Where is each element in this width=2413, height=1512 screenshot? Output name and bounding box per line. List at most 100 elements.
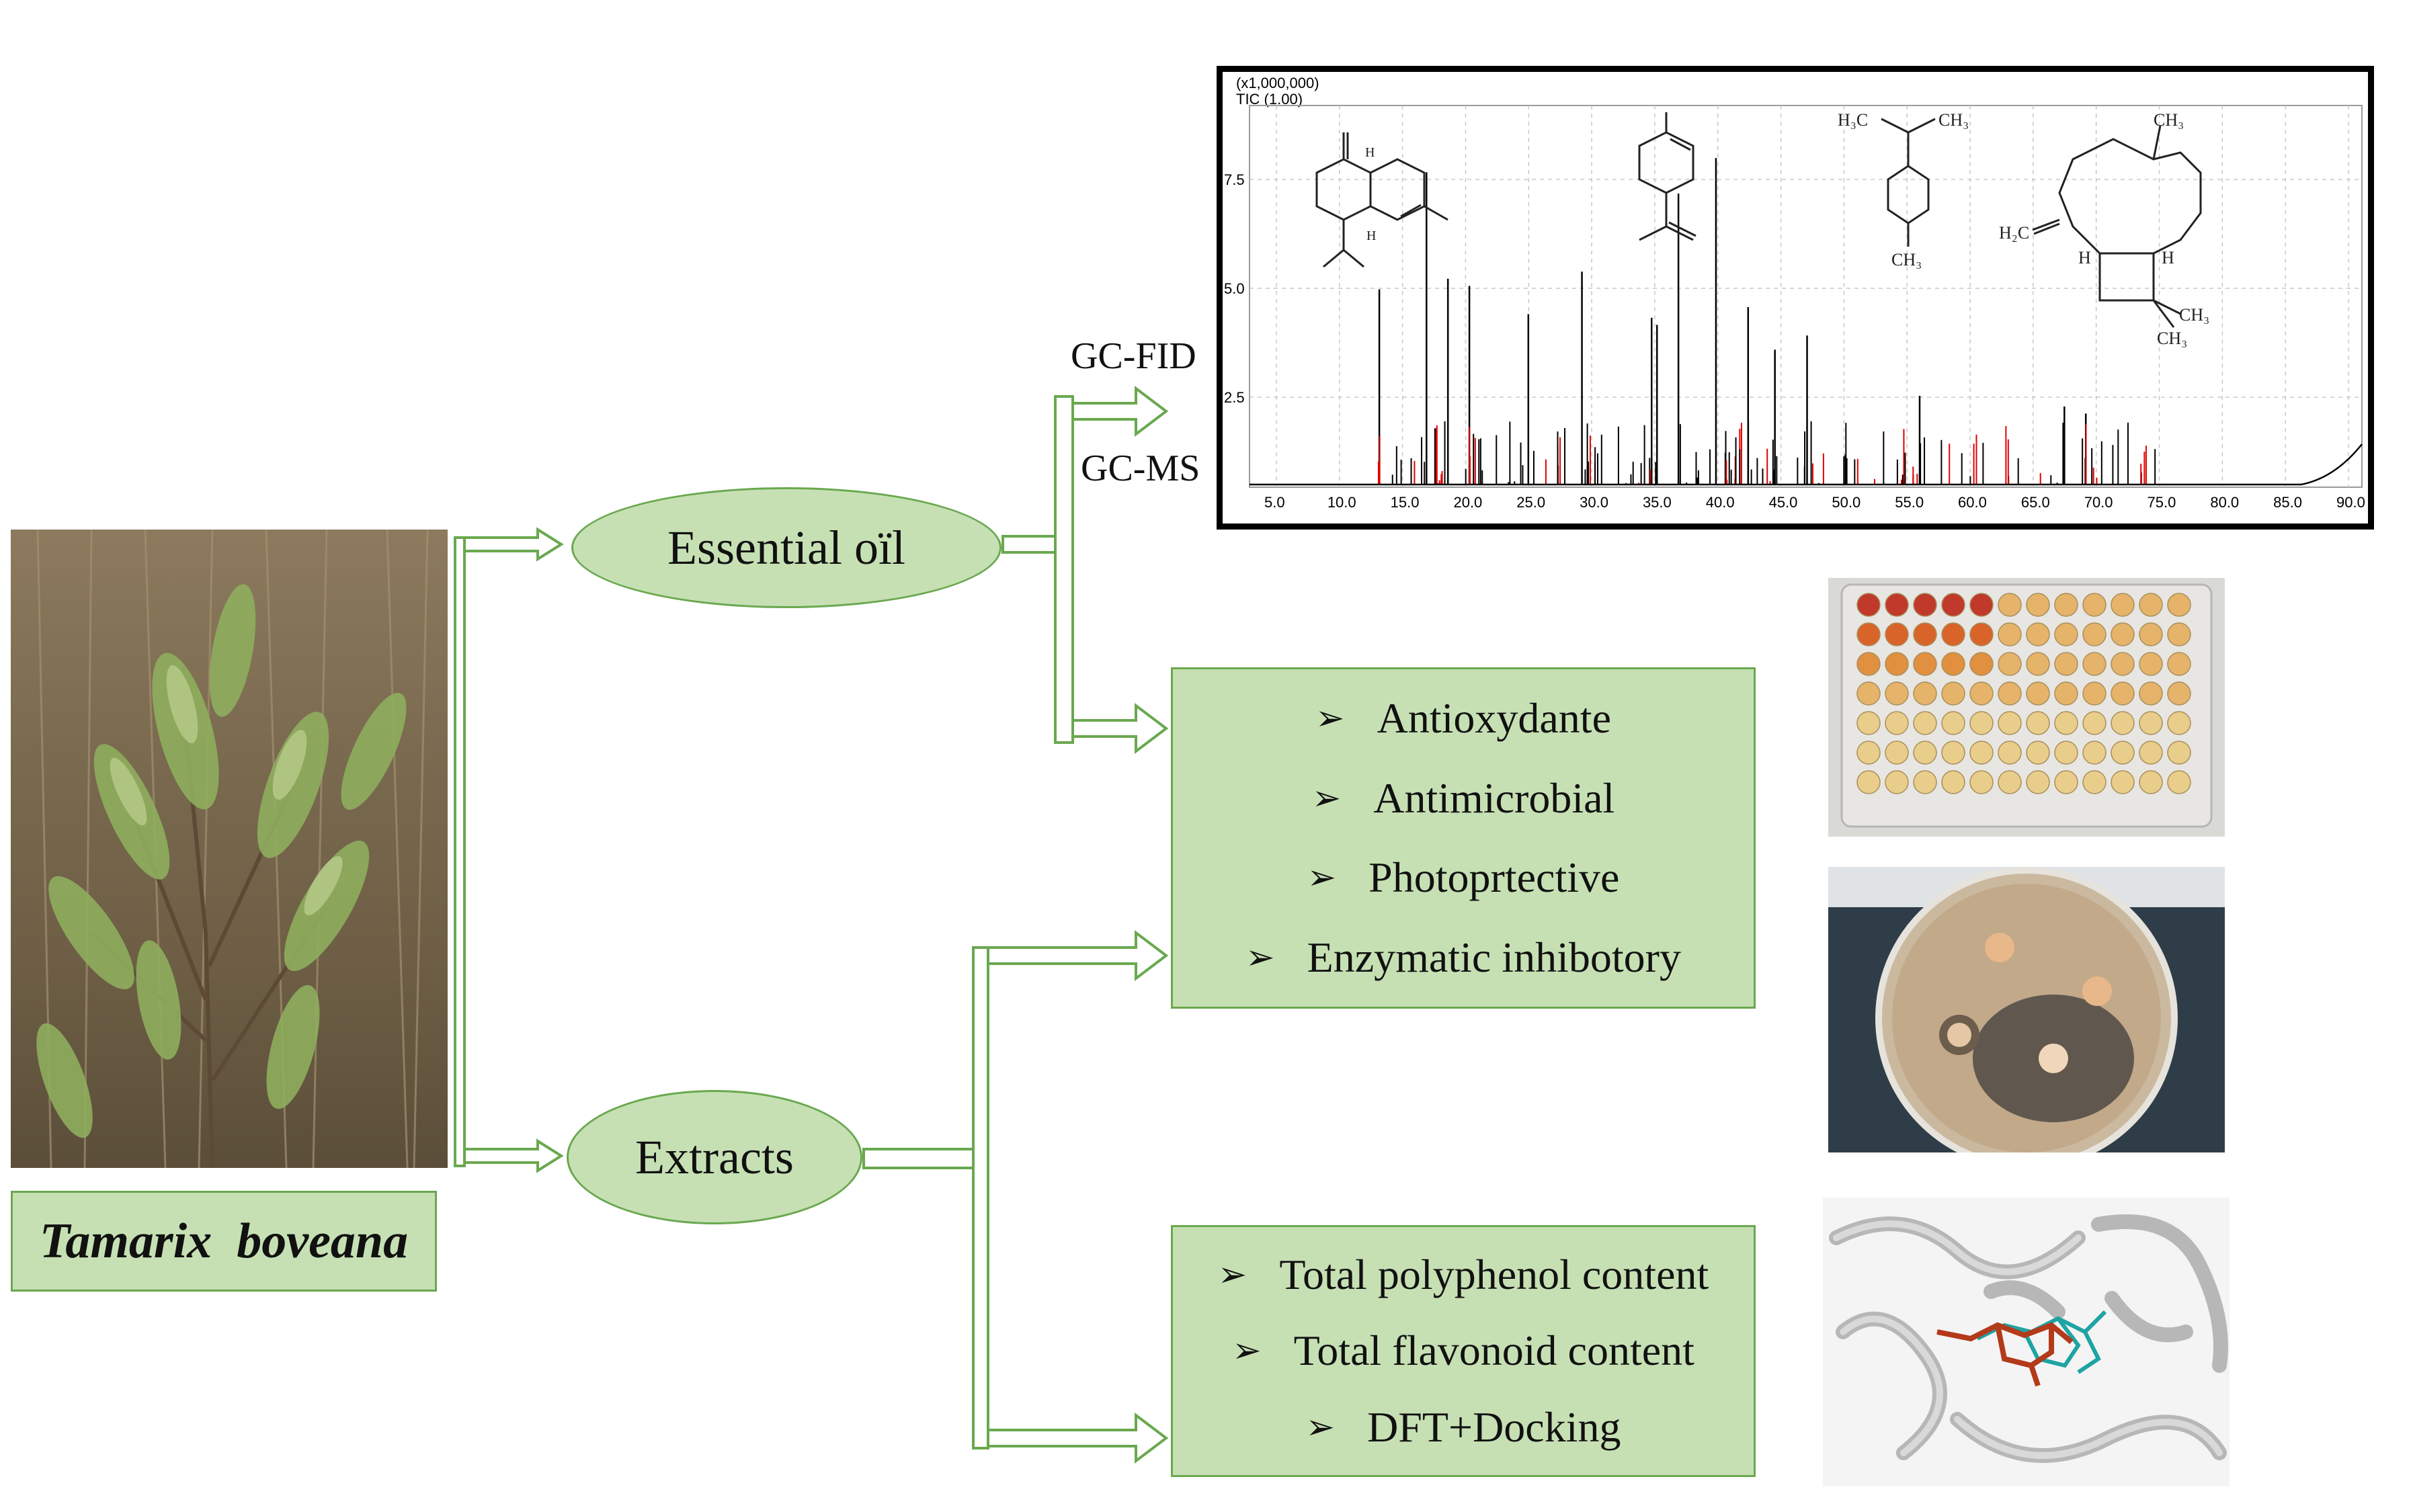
- activity-item: ➢ Photoprtective: [1307, 853, 1620, 902]
- ligand-red: [1936, 1322, 2074, 1387]
- microplate-well: [2054, 622, 2078, 646]
- species-name: Tamarix boveana: [39, 1213, 409, 1269]
- content-item: ➢ Total polyphenol content: [1218, 1250, 1709, 1300]
- trace-label: TIC (1.00): [1236, 91, 1303, 108]
- tamarix-plant-photo: [11, 530, 448, 1168]
- caryophyllene-structure: CH₃ H₂C H H CH₃ CH₃: [1999, 110, 2209, 348]
- activity-item: ➢ Enzymatic inhibotory: [1245, 933, 1681, 982]
- activity-label: Antimicrobial: [1373, 773, 1615, 822]
- cadinene-structure: H H: [1315, 132, 1448, 268]
- x-tick-label: 55.0: [1895, 494, 1924, 511]
- microplate-well: [2026, 622, 2050, 646]
- caryophyllene-h-left: H: [2078, 248, 2091, 267]
- microplate-well: [1856, 770, 1881, 794]
- microplate-well: [1856, 593, 1881, 617]
- microplate-well: [1969, 681, 1994, 706]
- caryophyllene-h-right: H: [2162, 248, 2174, 267]
- content-item: ➢ Total flavonoid content: [1232, 1326, 1694, 1376]
- microplate-well: [2054, 681, 2078, 706]
- activity-label: Photoprtective: [1368, 853, 1620, 902]
- microplate-well: [1885, 622, 1909, 646]
- plot-frame: [1249, 105, 2363, 488]
- activity-label: Enzymatic inhibotory: [1307, 933, 1681, 981]
- cymene-top-label: H₃C: [1838, 110, 1868, 130]
- x-tick-label: 35.0: [1643, 494, 1672, 511]
- microplate-well: [2167, 711, 2191, 735]
- limonene-structure: [1638, 112, 1696, 241]
- x-tick-label: 75.0: [2148, 494, 2176, 511]
- petri-dish-photo: [1828, 867, 2225, 1152]
- microplate-well: [1969, 622, 1994, 646]
- y-tick-label: 7.5: [1224, 171, 1245, 188]
- cymene-bottom-label: CH₃: [1891, 250, 1922, 269]
- oil-stub: [1001, 535, 1058, 554]
- microplate-well: [2026, 681, 2050, 706]
- x-tick-label: 90.0: [2336, 494, 2365, 511]
- cymene-structure: H₃C CH₃ CH₃: [1838, 110, 1969, 269]
- microplate-well: [2111, 593, 2135, 617]
- cadinene-h-top: H: [1365, 145, 1375, 160]
- microplate-well: [1856, 681, 1881, 706]
- caryophyllene-me2: CH₃: [2157, 329, 2187, 348]
- microplate-photo: [1828, 578, 2225, 837]
- microplate-well: [2111, 622, 2135, 646]
- grid-lines: [1250, 106, 2362, 487]
- microplate-well: [1913, 593, 1937, 617]
- y-tick-label: 5.0: [1224, 280, 1245, 297]
- microplate-well: [1998, 770, 2022, 794]
- microplate-well: [2167, 681, 2191, 706]
- microplate-well: [1941, 770, 1965, 794]
- petri-dish-illustration: [1828, 867, 2225, 1152]
- microplate-well: [1969, 711, 1994, 735]
- plant-illustration: [36, 530, 429, 1168]
- microplate-well: [2082, 652, 2107, 676]
- y-tick-labels: 7.55.02.5: [1224, 171, 1245, 406]
- microplate-well: [1998, 741, 2022, 765]
- microplate-well: [1913, 622, 1937, 646]
- microplate-well: [1913, 652, 1937, 676]
- bracket-main-vertical: [454, 536, 466, 1167]
- microplate-well: [1885, 593, 1909, 617]
- extracts-bracket-vertical: [972, 946, 989, 1450]
- content-box: ➢ Total polyphenol content ➢ Total flavo…: [1171, 1225, 1756, 1477]
- microplate-well: [1856, 741, 1881, 765]
- microplate-well: [2167, 622, 2191, 646]
- microplate-well: [2139, 770, 2163, 794]
- microplate-well: [2167, 593, 2191, 617]
- arrow-bullet-icon: ➢: [1311, 778, 1342, 818]
- microplate-well: [2026, 711, 2050, 735]
- microplate-well: [1913, 741, 1937, 765]
- microplate-well: [1913, 770, 1937, 794]
- microplate-well: [2082, 593, 2107, 617]
- activity-label: Antioxydante: [1377, 694, 1611, 743]
- essential-oil-label: Essential oïl: [667, 520, 905, 575]
- microplate-well: [2054, 593, 2078, 617]
- microplate-well: [2054, 741, 2078, 765]
- microplate-well: [2139, 741, 2163, 765]
- arrow-bullet-icon: ➢: [1232, 1331, 1262, 1372]
- chromatogram-baseline: [1250, 444, 2363, 486]
- caryophyllene-top-label: CH₃: [2154, 110, 2184, 130]
- microplate-well: [2139, 681, 2163, 706]
- x-tick-label: 65.0: [2021, 494, 2050, 511]
- arrow-bullet-icon: ➢: [1245, 937, 1275, 978]
- content-item: ➢ DFT+Docking: [1306, 1402, 1621, 1452]
- microplate-well: [1856, 711, 1881, 735]
- arrow-bullet-icon: ➢: [1305, 1407, 1336, 1448]
- x-tick-label: 15.0: [1391, 494, 1420, 511]
- arrow-to-extracts: [463, 1138, 564, 1173]
- extracts-label: Extracts: [635, 1130, 794, 1184]
- oil-bracket-vertical: [1054, 395, 1074, 744]
- x-tick-label: 85.0: [2273, 494, 2302, 511]
- microplate-well: [2111, 741, 2135, 765]
- microplate-well: [2082, 770, 2107, 794]
- microplate-well: [1969, 741, 1994, 765]
- microplate-well: [1941, 593, 1965, 617]
- microplate-well: [1941, 711, 1965, 735]
- x-tick-label: 80.0: [2210, 494, 2239, 511]
- microplate-well: [2167, 770, 2191, 794]
- arrow-to-essential-oil: [463, 527, 564, 562]
